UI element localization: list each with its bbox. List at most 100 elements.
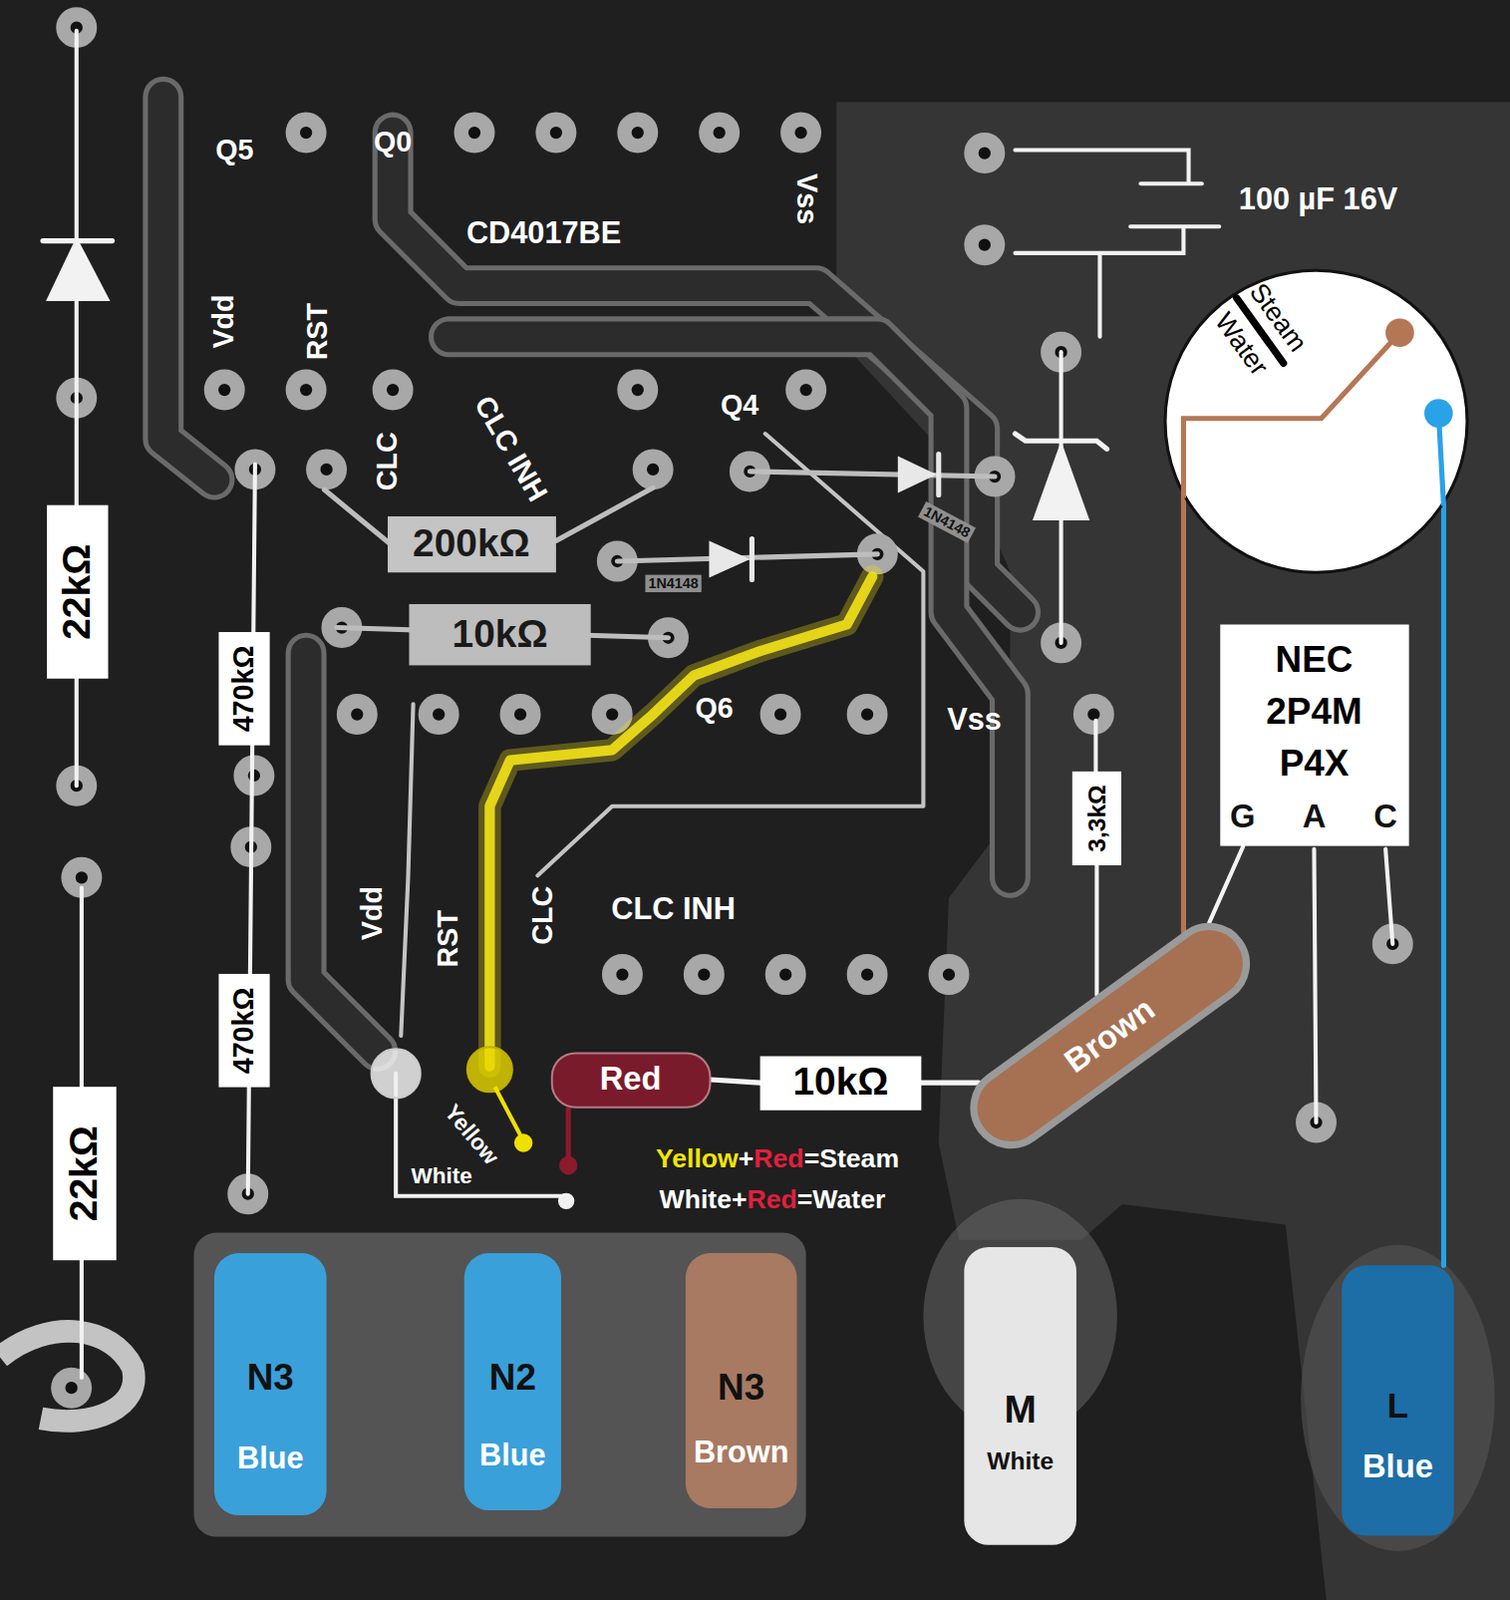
diode-bar	[749, 538, 755, 580]
brown-wire	[1183, 332, 1400, 499]
solder-pad	[461, 119, 489, 147]
wire	[1181, 498, 1187, 932]
yellow-terminal	[467, 1046, 513, 1092]
component-value: 22kΩ	[63, 1125, 107, 1221]
terminal-panel	[193, 1232, 806, 1537]
component-value: 200kΩ	[412, 522, 531, 566]
capacitor-symbol	[1015, 149, 1203, 184]
wire-colour: Blue	[479, 1437, 547, 1472]
solder-pad	[705, 119, 733, 147]
selector-switch: SteamWater	[1163, 268, 1470, 575]
note-part: Red	[746, 1183, 797, 1214]
copper-highlight	[1300, 1244, 1495, 1551]
solder-pad	[507, 700, 535, 728]
solder-pad	[971, 231, 999, 259]
solder-pad	[312, 456, 340, 484]
diode-label: 1N4148	[917, 501, 976, 544]
resistor-lead	[556, 487, 653, 541]
wire	[710, 1079, 761, 1083]
switch-contact	[1385, 317, 1415, 347]
resistor-label: 10kΩ	[760, 1055, 922, 1110]
terminal-name: N3	[247, 1357, 295, 1399]
diode-label: 1N4148	[644, 575, 701, 594]
wiring-note: Yellow+Red=Steam	[655, 1143, 900, 1173]
solder-pad	[623, 119, 651, 147]
solder-pad	[1080, 700, 1108, 728]
wire	[1441, 506, 1447, 1266]
wire-blob	[0, 1330, 134, 1421]
solder-pad	[971, 139, 999, 167]
terminal-pad: L Blue	[1341, 1264, 1455, 1535]
solder-pad	[379, 376, 407, 404]
terminal-pad: N2Blue	[464, 1252, 562, 1510]
pin-label: CLC	[528, 886, 561, 945]
solder-pad	[425, 700, 453, 728]
resistor-lead	[1093, 720, 1098, 774]
solder-pads	[57, 13, 1406, 1401]
note-part: +	[738, 1142, 755, 1174]
solder-pad	[772, 960, 800, 988]
solder-pad	[690, 960, 718, 988]
red-wire	[566, 1107, 572, 1164]
switch-contact	[1424, 398, 1454, 428]
pin-label: CLC INH	[467, 390, 553, 507]
resistor-label: 470kΩ	[218, 631, 270, 745]
terminal-name: L	[1387, 1386, 1409, 1425]
solder-pad	[792, 376, 820, 404]
resistor-label: 22kΩ	[46, 505, 108, 679]
wire-colour: Brown	[693, 1434, 790, 1469]
diode-symbol	[708, 541, 750, 579]
note-part: +	[731, 1183, 748, 1214]
wiring-note: White+Red=Water	[659, 1184, 887, 1213]
copper-area	[836, 101, 1510, 1600]
wire-colour: Blue	[1362, 1449, 1434, 1486]
component-value: 470kΩ	[228, 987, 261, 1075]
wire-colour: White	[986, 1447, 1054, 1475]
triac-lead	[1313, 849, 1316, 1123]
resistor-lead	[324, 489, 394, 546]
trace	[305, 652, 378, 1051]
solder-pad	[211, 376, 239, 404]
wire-label: Yellow	[439, 1099, 504, 1170]
component-symbols	[42, 30, 1393, 1378]
wire-end	[559, 1156, 578, 1175]
terminal-name: N2	[489, 1357, 537, 1399]
resistor-label: 22kΩ	[52, 1086, 116, 1260]
wire-label: White	[411, 1164, 473, 1190]
pin-label: Q4	[720, 390, 759, 423]
solder-pad	[293, 376, 320, 404]
traces	[163, 96, 1021, 1051]
terminal-name: N3	[717, 1367, 765, 1409]
note-part: =	[797, 1183, 814, 1214]
terminal-name: M	[1003, 1388, 1036, 1432]
pin-label: C	[1373, 798, 1398, 835]
wire	[1208, 846, 1243, 923]
diode-symbol	[1032, 440, 1090, 521]
pin-label: RST	[433, 909, 466, 967]
wire	[1094, 865, 1099, 995]
pin-label: CLC INH	[610, 891, 736, 925]
wire	[920, 1080, 979, 1086]
yellow-wire	[494, 1086, 524, 1141]
switch-body	[1165, 270, 1468, 573]
pin-label: Vss	[946, 702, 1002, 737]
solder-pad	[854, 700, 882, 728]
solder-pad	[854, 960, 882, 988]
note-part: Yellow	[655, 1142, 739, 1174]
diode-bar	[935, 454, 941, 496]
capacitor-symbol	[1015, 226, 1220, 337]
resistor-label: 200kΩ	[386, 515, 556, 572]
component-value: 470kΩ	[228, 645, 261, 733]
note-part: Red	[753, 1142, 804, 1174]
wire-end	[558, 1193, 575, 1209]
solder-pad	[639, 456, 667, 484]
wire-end	[514, 1133, 533, 1152]
chip-label: CD4017BE	[466, 216, 621, 251]
pin-label: Vdd	[357, 886, 390, 940]
resistor-label: 10kΩ	[408, 604, 591, 665]
pin-label: RST	[302, 302, 335, 360]
switch-outline	[1163, 268, 1470, 575]
terminal-pad: N3Blue	[214, 1252, 327, 1515]
